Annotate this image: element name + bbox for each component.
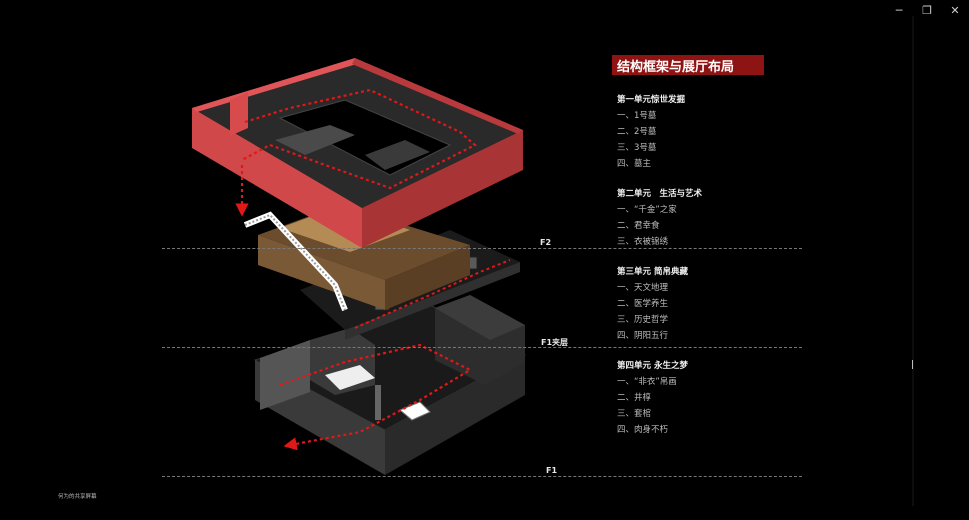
unit-item: 二、君幸食 xyxy=(617,221,660,231)
unit-item: 四、阴阳五行 xyxy=(617,331,669,341)
unit-section: 第一单元惊世发掘 一、1号墓 二、2号墓 三、3号墓 四、墓主 xyxy=(617,92,817,172)
unit-item: 一、“千金”之家 xyxy=(617,205,677,215)
restore-button[interactable]: ❐ xyxy=(913,0,941,20)
shared-screen-label: 何为的共享屏幕 xyxy=(58,494,97,500)
unit-item: 三、历史哲学 xyxy=(617,315,669,325)
f1-floor-block xyxy=(253,295,527,475)
unit-item: 二、井椁 xyxy=(617,393,652,403)
unit-heading: 第三单元 简帛典藏 xyxy=(617,267,688,277)
f1-mezzanine-divider-line xyxy=(162,347,802,348)
unit-section: 第三单元 简帛典藏 一、天文地理 二、医学养生 三、历史哲学 四、阴阳五行 xyxy=(617,264,817,344)
window-controls: ─ ❐ ✕ xyxy=(885,0,969,20)
floor-label-f1: F1 xyxy=(546,466,558,475)
unit-item: 一、1号墓 xyxy=(617,111,657,121)
close-button[interactable]: ✕ xyxy=(941,0,969,20)
close-icon: ✕ xyxy=(950,3,960,17)
slide-title-banner: 结构框架与展厅布局 xyxy=(612,55,764,75)
unit-item: 一、天文地理 xyxy=(617,283,669,293)
right-edge-scrollbar[interactable] xyxy=(912,16,914,506)
text-caret xyxy=(911,360,913,369)
unit-section: 第二单元 生活与艺术 一、“千金”之家 二、君幸食 三、衣被锦绣 xyxy=(617,186,817,250)
floor-label-f2: F2 xyxy=(540,238,552,247)
unit-item: 二、2号墓 xyxy=(617,127,657,137)
unit-heading: 第一单元惊世发掘 xyxy=(617,95,686,105)
unit-item: 三、3号墓 xyxy=(617,143,657,153)
exhibition-outline-panel: 第一单元惊世发掘 一、1号墓 二、2号墓 三、3号墓 四、墓主 第二单元 生活与… xyxy=(617,92,817,452)
slide-title: 结构框架与展厅布局 xyxy=(617,59,735,75)
unit-item: 四、墓主 xyxy=(617,159,652,169)
unit-section: 第四单元 永生之梦 一、“非衣”帛画 二、井椁 三、套棺 四、肉身不朽 xyxy=(617,358,817,438)
unit-item: 三、套棺 xyxy=(617,409,652,419)
unit-item: 二、医学养生 xyxy=(617,299,669,309)
restore-icon: ❐ xyxy=(922,3,932,17)
unit-item: 一、“非衣”帛画 xyxy=(617,377,677,387)
top-red-floor xyxy=(192,58,523,248)
f1-divider-line xyxy=(162,476,802,477)
exhibition-axonometric-illustration xyxy=(192,58,527,475)
unit-item: 四、肉身不朽 xyxy=(617,425,669,435)
unit-heading: 第四单元 永生之梦 xyxy=(617,361,688,371)
floor-label-f1-mezzanine: F1夹层 xyxy=(541,338,569,347)
minimize-button[interactable]: ─ xyxy=(885,0,913,20)
f2-divider-line xyxy=(162,248,802,249)
unit-heading: 第二单元 生活与艺术 xyxy=(617,189,703,199)
minimize-icon: ─ xyxy=(895,3,903,17)
unit-item: 三、衣被锦绣 xyxy=(617,237,669,247)
